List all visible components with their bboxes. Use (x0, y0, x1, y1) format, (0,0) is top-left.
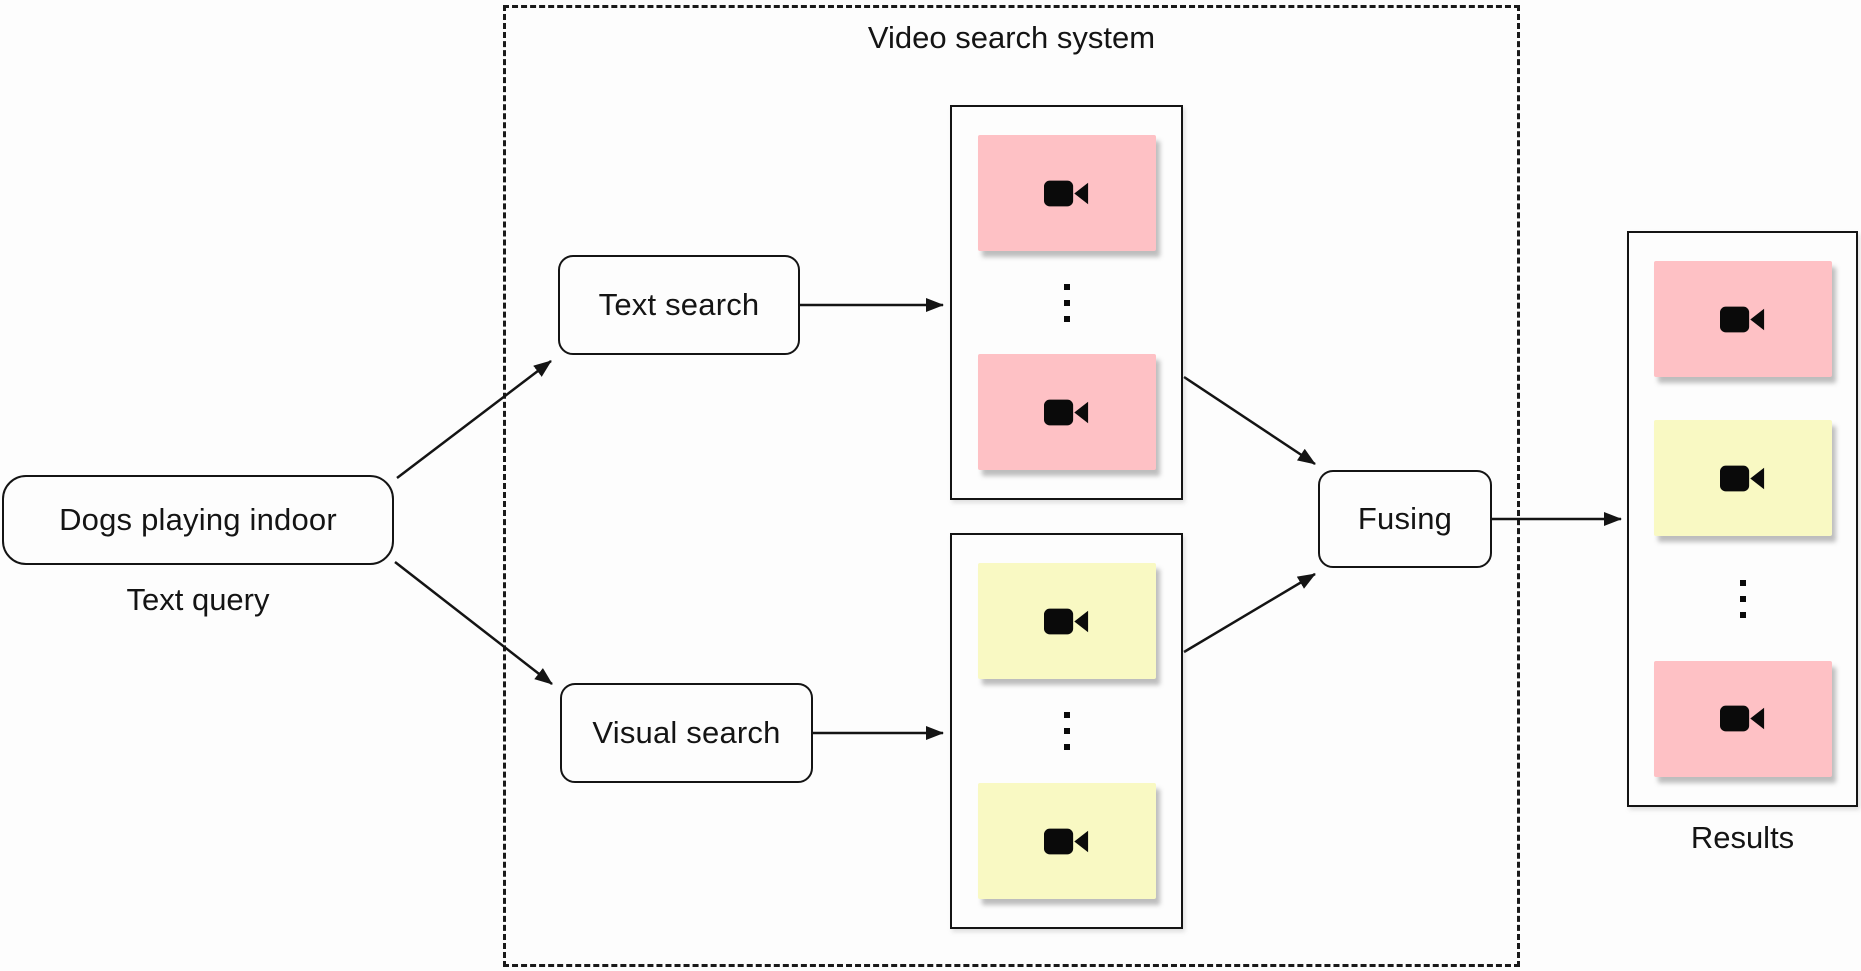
video-camera-icon (1043, 180, 1088, 206)
visual-search-box: Visual search (560, 683, 813, 783)
pink-video-card (1653, 261, 1832, 377)
pink-video-card (1653, 660, 1832, 777)
video-search-system-boundary (503, 5, 1520, 967)
pink-video-card (977, 354, 1156, 470)
query-label: Dogs playing indoor (59, 502, 337, 537)
video-camera-icon (1043, 399, 1088, 425)
visual-search-results-column (950, 533, 1183, 929)
yellow-video-card (1653, 420, 1832, 537)
yellow-video-card (977, 563, 1156, 679)
query-box: Dogs playing indoor (2, 475, 394, 565)
text-search-label: Text search (598, 287, 760, 322)
text-search-box: Text search (558, 255, 800, 355)
vertical-ellipsis-icon (1739, 579, 1746, 618)
video-camera-icon (1043, 608, 1088, 634)
final-results-column (1627, 231, 1858, 807)
text-search-results-column (950, 105, 1183, 500)
yellow-video-card (977, 783, 1156, 899)
pink-video-card (977, 135, 1156, 251)
results-caption: Results (1690, 820, 1795, 855)
query-caption: Text query (126, 582, 270, 617)
system-title: Video search system (867, 20, 1156, 55)
fusing-box: Fusing (1318, 470, 1492, 568)
video-camera-icon (1043, 828, 1088, 854)
visual-search-label: Visual search (592, 715, 781, 750)
vertical-ellipsis-icon (1063, 283, 1070, 322)
vertical-ellipsis-icon (1063, 712, 1070, 750)
video-camera-icon (1719, 465, 1764, 492)
fusing-label: Fusing (1357, 501, 1453, 536)
video-camera-icon (1719, 706, 1764, 732)
video-camera-icon (1719, 306, 1764, 332)
